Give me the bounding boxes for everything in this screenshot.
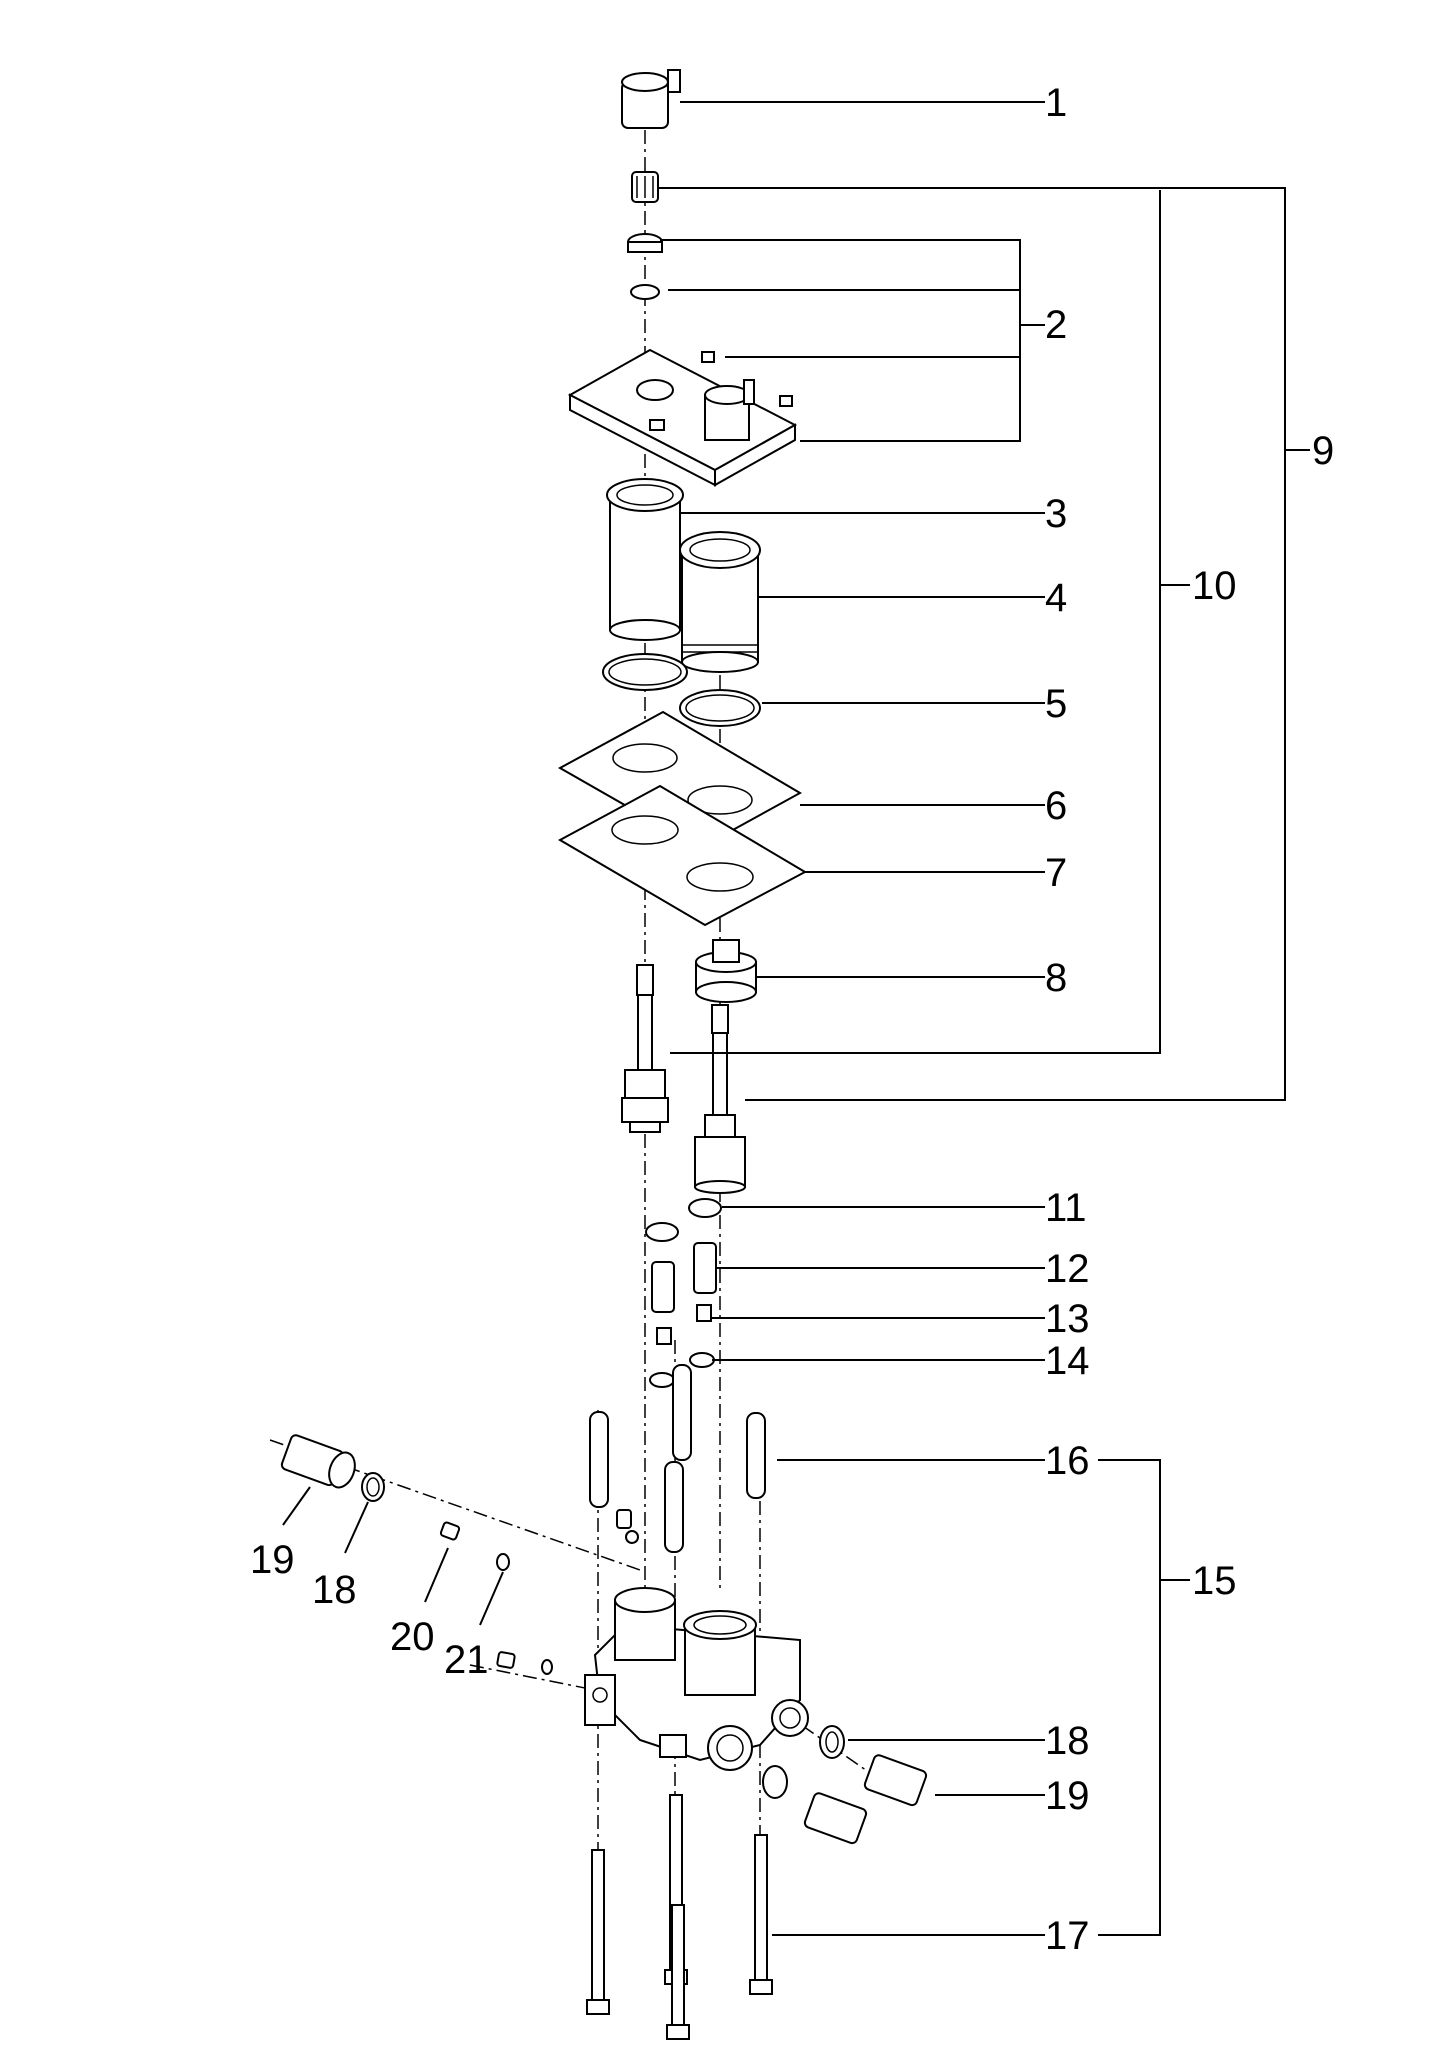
callout-17: 17 — [1045, 1914, 1090, 1958]
part-10-adapter — [631, 171, 659, 203]
part-17-screws — [586, 1794, 773, 2040]
part-5-o-rings — [602, 653, 761, 727]
leader-lines — [282, 101, 1310, 1936]
callout-1: 1 — [1045, 81, 1067, 125]
callout-20: 20 — [390, 1615, 435, 1659]
callout-19-left: 19 — [250, 1538, 295, 1582]
parts-18-21-left-fittings — [280, 1434, 639, 1675]
part-10-cartridge-left — [621, 964, 669, 1133]
callout-7: 7 — [1045, 851, 1067, 895]
parts-18-19-right-fittings — [762, 1725, 928, 1845]
callout-10: 10 — [1192, 564, 1237, 608]
callout-4: 4 — [1045, 576, 1067, 620]
callout-numbers: 1 2 3 4 5 6 7 8 9 10 11 12 13 14 15 16 1… — [250, 81, 1334, 1958]
part-4-sleeve-right — [679, 531, 761, 673]
callout-2: 2 — [1045, 303, 1067, 347]
callout-18-left: 18 — [312, 1568, 357, 1612]
part-16-pins — [589, 1364, 766, 1553]
part-1-handle-cap — [621, 69, 681, 129]
part-15-valve-body — [584, 1587, 809, 1771]
callout-18-right: 18 — [1045, 1719, 1090, 1763]
callout-9: 9 — [1312, 429, 1334, 473]
callout-5: 5 — [1045, 682, 1067, 726]
callout-13: 13 — [1045, 1297, 1090, 1341]
callout-15: 15 — [1192, 1559, 1237, 1603]
parts-11-14-valve-inserts — [645, 1198, 722, 1388]
part-8-bonnet — [695, 939, 757, 1003]
callout-12: 12 — [1045, 1247, 1090, 1291]
part-2-cover-plate — [567, 233, 798, 487]
callout-11: 11 — [1045, 1186, 1087, 1230]
part-9-cartridge-right — [694, 1004, 746, 1194]
axis-lines — [269, 130, 881, 2030]
part-3-sleeve-left — [606, 478, 684, 641]
callout-14: 14 — [1045, 1339, 1090, 1383]
callout-19-right: 19 — [1045, 1774, 1090, 1818]
callout-3: 3 — [1045, 492, 1067, 536]
callout-16: 16 — [1045, 1439, 1090, 1483]
callout-8: 8 — [1045, 956, 1067, 1000]
callout-6: 6 — [1045, 784, 1067, 828]
callout-21: 21 — [444, 1638, 489, 1682]
